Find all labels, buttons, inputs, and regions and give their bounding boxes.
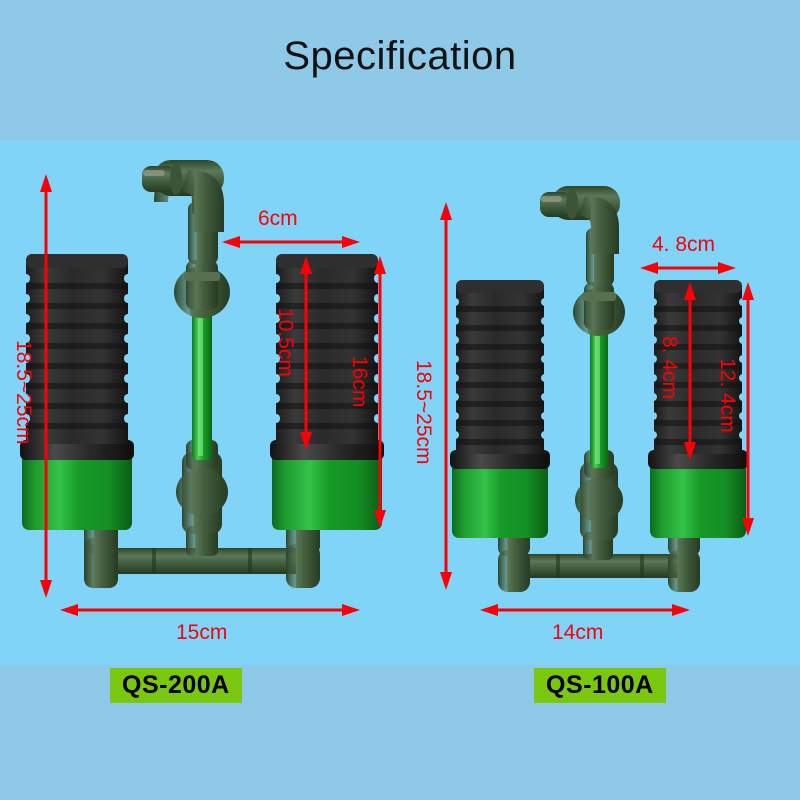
dim-label-200a-sponge-height: 10.5cm (274, 308, 297, 377)
dim-label-100a-overall-height: 18.5~25cm (412, 360, 435, 465)
page-title: Specification (283, 34, 517, 78)
sponge-right-200a (268, 254, 386, 444)
dim-label-100a-base-width: 14cm (552, 621, 604, 644)
model-label-qs200a: QS-200A (110, 668, 242, 704)
dim-arrows-100a (440, 202, 754, 616)
dim-label-200a-unit-height: 16cm (348, 356, 371, 408)
dim-label-200a-overall-height: 18.5~25cm (12, 340, 35, 445)
product-qs100a-illustration (440, 186, 754, 616)
sponge-left-100a (448, 280, 552, 454)
model-label-row: QS-200A QS-100A (0, 662, 800, 712)
product-qs200a-illustration (18, 160, 386, 616)
sponge-left-200a (18, 254, 136, 444)
products-svg (18, 160, 754, 616)
dim-label-200a-sponge-width: 6cm (258, 207, 298, 230)
product-illustrations: 18.5~25cm 6cm 10.5cm 16cm 15cm 18.5~25cm… (0, 140, 800, 665)
dim-label-100a-sponge-height: 8. 4cm (658, 336, 681, 400)
dim-label-100a-unit-height: 12. 4cm (716, 358, 739, 433)
dim-arrows-200a (40, 174, 386, 616)
dim-label-100a-sponge-width: 4. 8cm (652, 233, 716, 256)
model-label-qs100a: QS-100A (534, 668, 666, 704)
header-band (0, 0, 800, 140)
dim-label-200a-base-width: 15cm (176, 621, 228, 644)
